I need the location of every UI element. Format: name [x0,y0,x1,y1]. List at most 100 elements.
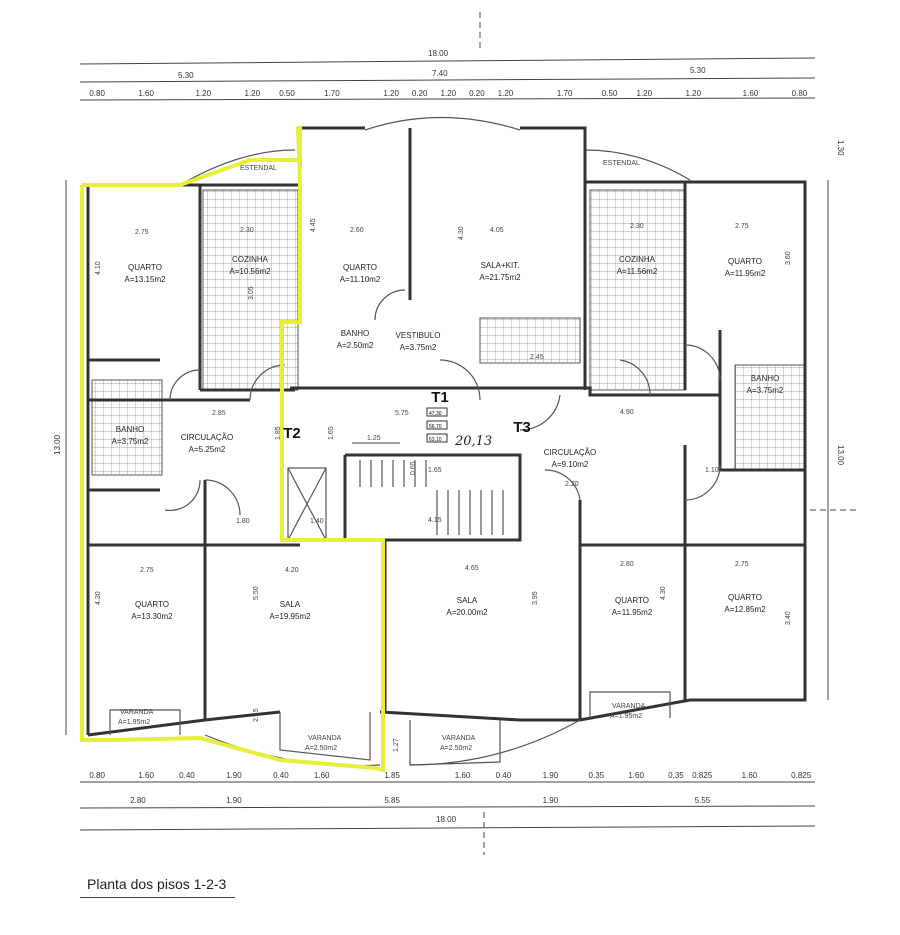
room-area: A=11.95m2 [725,269,766,278]
title-underline [80,897,235,898]
dim: 0.20 [469,89,485,98]
dim: 3.95 [532,591,539,605]
unit-label-t1: T1 [431,389,449,406]
dim: 4.30 [95,591,102,605]
dim: 2.45 [530,354,544,361]
dim: 1.60 [628,771,644,780]
dim-total-top: 18.00 [428,49,449,58]
dim: 0.80 [89,89,105,98]
room-name: COZINHA [619,255,656,264]
dim: 4.30 [458,226,465,240]
dim: 2.30 [630,223,644,230]
room-name: VARANDA [308,735,342,742]
dim: 0.80 [89,771,105,780]
room-area: A=2.50m2 [305,745,337,752]
dim: 2.75 [735,561,749,568]
dim: 1.20 [498,89,514,98]
dim: 0.50 [602,89,618,98]
dim: 5.85 [384,796,400,805]
room-name: VESTIBULO [396,331,441,340]
dim: 4.15 [428,517,442,524]
dim: 1.80 [236,518,250,525]
dim: 2.75 [135,229,149,236]
room-area: A=3.75m2 [400,343,437,352]
dim: 5.55 [695,796,711,805]
dim: 4.90 [620,409,634,416]
dim: 1.60 [742,771,758,780]
dim: 3.05 [248,286,255,300]
dim: 3.40 [785,611,792,625]
room-name: VARANDA [442,735,476,742]
dim: 4.10 [95,261,102,275]
room-name: SALA [457,596,478,605]
dim: 7.40 [432,69,448,78]
dim: 1.60 [455,771,471,780]
dim: 2.85 [212,410,226,417]
dim: 1.65 [328,426,335,440]
room-name: COZINHA [232,255,269,264]
room-area: A=13.30m2 [131,612,173,621]
room-area: A=9.10m2 [552,460,589,469]
dim: 2.75 [735,223,749,230]
dim: 1.20 [383,89,399,98]
dim: 0.825 [791,771,812,780]
dim-total-bottom: 18.00 [436,815,457,824]
varanda-outline [409,720,501,766]
drawing-title: Planta dos pisos 1-2-3 [87,876,227,892]
dim: 4.45 [310,218,317,232]
dim: 0.40 [179,771,195,780]
room-name: SALA+KIT. [481,261,520,270]
dim: 2.80 [620,561,634,568]
room-area: A=11.95m2 [612,608,653,617]
room-area: A=13.15m2 [124,275,166,284]
dim: 1.27 [393,738,400,752]
room-labels: QUARTO A=13.15m2 COZINHA A=10.56m2 QUART… [95,218,792,752]
room-area: A=3.75m2 [747,386,784,395]
dim: 0.40 [273,771,289,780]
room-name: CIRCULAÇÃO [544,448,596,457]
room-name: QUARTO [135,600,169,609]
room-area: A=1.95m2 [610,713,642,720]
t2-highlight [80,126,385,773]
dim: 1.20 [441,89,457,98]
handwritten-note: 20,13 [454,434,492,449]
walls [86,126,807,737]
dim: 2.20 [565,481,579,488]
dim: 2.80 [130,796,146,805]
dim: 5.30 [690,66,706,75]
dim: 1.30 [836,140,845,156]
varanda-outline [589,691,671,718]
kitchenette-tiles [479,317,581,364]
room-name: QUARTO [728,257,762,266]
dim: 1.60 [743,89,759,98]
area-boxes: 47,30 56,70 63,10 [426,407,448,443]
room-name: VARANDA [120,709,154,716]
dim: 0.65 [410,461,417,475]
area-box: 63,10 [429,437,442,443]
dim: 1.20 [245,89,261,98]
dim: 1.85 [275,426,282,440]
doors [164,289,721,516]
dim: 1.60 [314,771,330,780]
dim: 3.60 [785,251,792,265]
room-name: SALA [280,600,301,609]
dim: 1.20 [637,89,653,98]
dim: 0.50 [279,89,295,98]
room-area: A=3.75m2 [112,437,149,446]
varanda-outline [279,712,371,761]
dim: 0.35 [668,771,684,780]
dim: 1.10 [705,467,719,474]
room-area: A=12.85m2 [724,605,766,614]
dim: 1.85 [384,771,400,780]
area-box: 47,30 [429,411,442,417]
room-name: VARANDA [612,703,646,710]
room-name: QUARTO [128,263,162,272]
room-name: QUARTO [343,263,377,272]
dim: 1.60 [138,89,154,98]
kitchen-tiles [589,189,686,391]
dim: 0.20 [412,89,428,98]
dim: 1.60 [138,771,154,780]
unit-label-t2: T2 [283,425,301,442]
